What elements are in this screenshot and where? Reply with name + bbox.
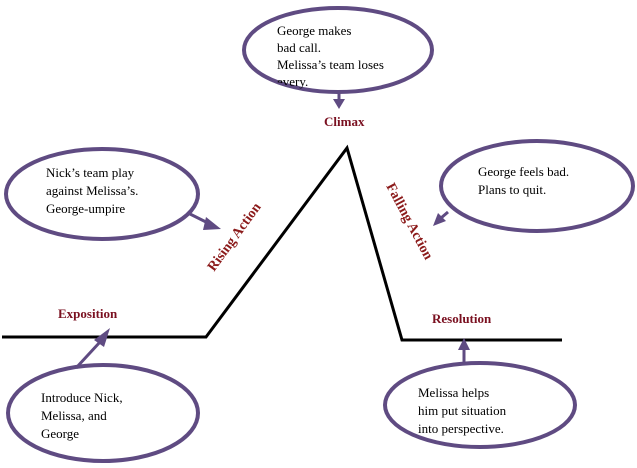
exposition-bubble: Introduce Nick, Melissa, and George <box>6 363 200 463</box>
exposition-bubble-line: Introduce Nick, <box>41 390 123 405</box>
resolution-label: Resolution <box>432 311 492 326</box>
exposition-bubble-line: George <box>41 426 79 441</box>
resolution-bubble-line: Melissa helps <box>418 385 489 400</box>
climax-bubble: George makes bad call. Melissa’s team lo… <box>242 6 434 94</box>
climax-bubble-line: George makes <box>277 23 351 38</box>
climax-bubble-line: Melissa’s team loses <box>277 57 384 72</box>
falling-bubble-line: Plans to quit. <box>478 182 546 197</box>
rising-bubble-line: against Melissa’s. <box>46 183 138 198</box>
resolution-bubble-line: him put situation <box>418 403 507 418</box>
rising-bubble-line: Nick’s team play <box>46 165 135 180</box>
rising-action-bubble: Nick’s team play against Melissa’s. Geor… <box>4 147 200 241</box>
climax-bubble-line: bad call. <box>277 40 321 55</box>
climax-connector <box>333 92 345 109</box>
exposition-connector <box>74 328 110 370</box>
plot-arc-line <box>2 144 562 342</box>
rising-bubble-line: George-umpire <box>46 201 125 216</box>
falling-action-label: Falling Action <box>382 181 435 263</box>
falling-bubble-line: George feels bad. <box>478 164 569 179</box>
resolution-bubble: Melissa helps him put situation into per… <box>383 361 577 449</box>
rising-action-connector <box>189 212 221 230</box>
exposition-bubble-line: Melissa, and <box>41 408 107 423</box>
exposition-label: Exposition <box>58 306 118 321</box>
rising-action-label: Rising Action <box>205 200 265 274</box>
climax-bubble-line: every. <box>277 74 308 89</box>
climax-label: Climax <box>324 114 365 129</box>
resolution-connector <box>458 338 470 363</box>
falling-action-connector <box>433 210 449 226</box>
resolution-bubble-line: into perspective. <box>418 421 504 436</box>
falling-action-bubble: George feels bad. Plans to quit. <box>439 139 635 233</box>
